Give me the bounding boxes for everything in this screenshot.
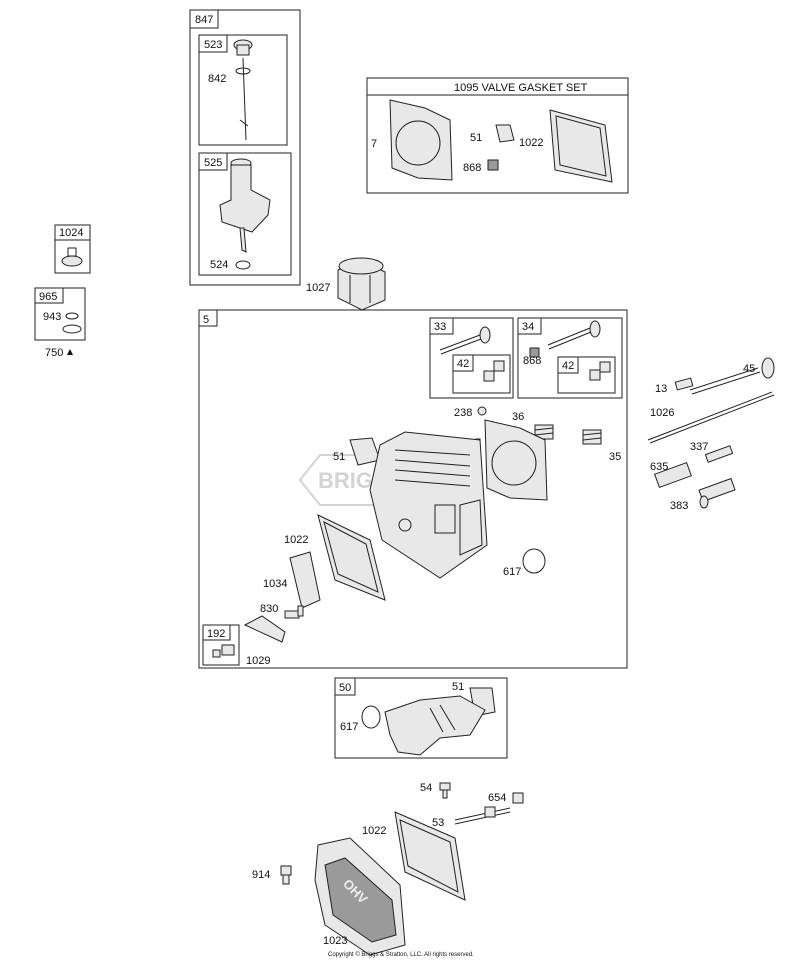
box-965-label: 965 (39, 291, 57, 303)
part-51-label: 51 (470, 132, 482, 144)
part-943-label: 943 (43, 311, 61, 323)
nut-654-part (512, 792, 524, 804)
part-750-label: 750 (45, 347, 63, 359)
box-965: 965 943 (34, 287, 86, 341)
oil-drain-plug-part (61, 255, 83, 267)
intake-valve-part (547, 320, 601, 350)
dipstick-part (233, 39, 253, 141)
box-5-label: 5 (203, 314, 209, 326)
pushrod-1026-part (647, 391, 773, 441)
cable-383-part (698, 477, 736, 509)
head-gasket-7-part (484, 419, 548, 501)
part-868b-label: 868 (523, 355, 541, 367)
box-525-label: 525 (204, 157, 222, 169)
intake-manifold-part (384, 695, 486, 756)
part-1022c-label: 1022 (362, 825, 386, 837)
cylinder-head-part (369, 431, 488, 579)
bolt-914-part (280, 865, 292, 885)
o-ring-617-part (522, 548, 546, 574)
pushrod-parts: 13 45 1026 337 635 383 (647, 357, 775, 512)
seal-868-part (487, 159, 499, 171)
part-35-label: 35 (609, 451, 621, 463)
box-523-label: 523 (204, 39, 222, 51)
box-33-label: 33 (434, 321, 446, 333)
cover-gasket-part (549, 109, 613, 183)
part-617b-label: 617 (340, 721, 358, 733)
exhaust-valve-part (439, 326, 491, 355)
valve-cover-1023-part: OHV (314, 837, 406, 956)
gasket-51-part (349, 437, 381, 466)
part-868-label: 868 (463, 162, 481, 174)
part-830-label: 830 (260, 603, 278, 615)
copyright-text: Copyright © Briggs & Stratton, LLC. All … (328, 951, 474, 958)
box-5: 5 BRIGGS 33 42 34 868 (198, 309, 628, 669)
stud-53-part (454, 806, 511, 825)
part-914-label: 914 (252, 869, 270, 881)
oil-filter-part (337, 257, 386, 311)
part-36-label: 36 (512, 411, 524, 423)
spark-plug-337-part (704, 445, 734, 463)
part-51c-label: 51 (452, 681, 464, 693)
part-1022b-label: 1022 (284, 534, 308, 546)
part-1023-label: 1023 (323, 935, 347, 947)
part-1034-label: 1034 (263, 578, 287, 590)
box-847: 847 523 842 525 524 (189, 9, 301, 286)
valve-spring-2-part (582, 429, 602, 445)
part-45-label: 45 (743, 363, 755, 375)
intake-gasket-part (495, 124, 515, 143)
box-50-label: 50 (339, 682, 351, 694)
part-238-label: 238 (454, 407, 472, 419)
cover-gasket-1022c-part (394, 811, 466, 901)
part-635-label: 635 (650, 461, 668, 473)
part-1029-label: 1029 (246, 655, 270, 667)
part-617a-label: 617 (503, 566, 521, 578)
part-524-label: 524 (210, 259, 228, 271)
cover-gasket-1022-part (317, 514, 386, 601)
box-1095-label: 1095 VALVE GASKET SET (454, 82, 588, 94)
part-54-label: 54 (420, 782, 432, 794)
part-53-label: 53 (432, 817, 444, 829)
part-654-label: 654 (488, 792, 506, 804)
box-42b-label: 42 (562, 360, 574, 372)
box-1024-label: 1024 (59, 227, 83, 239)
part-383-label: 383 (670, 500, 688, 512)
part-7-label: 7 (371, 138, 377, 150)
valve-45-part (689, 357, 775, 395)
drop-icon (67, 349, 73, 355)
o-ring-524 (235, 260, 251, 270)
box-847-label: 847 (195, 14, 213, 26)
part-51b-label: 51 (333, 451, 345, 463)
part-842-label: 842 (208, 73, 226, 85)
part-1026-label: 1026 (650, 407, 674, 419)
box-50: 50 51 617 (334, 677, 508, 759)
head-gasket-part (389, 99, 453, 181)
oil-fill-tube-part (219, 158, 271, 253)
box-1095: 1095 VALVE GASKET SET 7 51 868 1022 (366, 77, 629, 194)
part-1022-label: 1022 (519, 137, 543, 149)
bolt-54-part (439, 782, 451, 799)
box-42a-label: 42 (457, 358, 469, 370)
rocker-1029-part (243, 615, 286, 643)
part-337-label: 337 (690, 441, 708, 453)
tube-635-part (653, 461, 693, 489)
part-13-label: 13 (655, 383, 667, 395)
box-1024: 1024 (54, 224, 91, 274)
box-192-label: 192 (207, 628, 225, 640)
box-34-label: 34 (522, 321, 534, 333)
part-1027-label: 1027 (306, 282, 330, 294)
breather-1034-part (289, 551, 321, 609)
bolt-830-part (284, 605, 304, 619)
